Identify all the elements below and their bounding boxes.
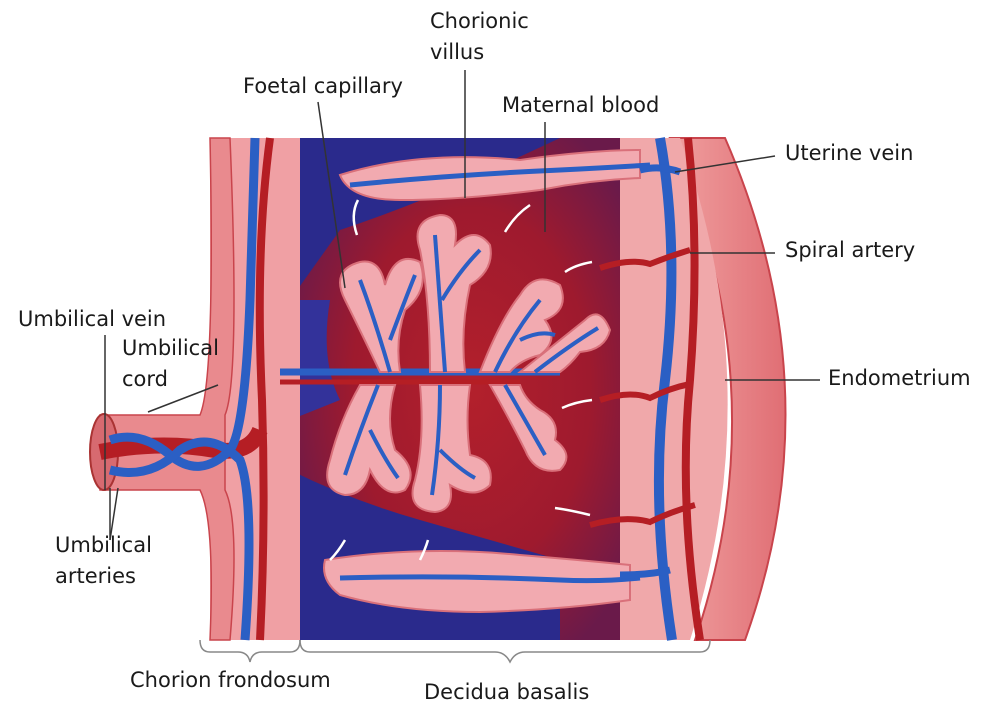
anchoring-capillary-top xyxy=(349,162,651,188)
label-umbilical-arteries-line2: arteries xyxy=(55,564,136,588)
umbilical-artery-2 xyxy=(108,437,254,641)
uterine-vein-bottom xyxy=(619,566,671,579)
anchoring-capillary-bottom xyxy=(339,574,641,584)
lower-villus-capillaries xyxy=(343,384,547,496)
label-chorionic-villus-line2: villus xyxy=(430,40,485,64)
label-chorionic-villus-line1: Chorionic xyxy=(430,9,529,33)
dark-blue-zone-left xyxy=(290,300,340,420)
upper-villus-capillaries xyxy=(358,234,600,374)
anchoring-villi-bottom xyxy=(323,550,631,614)
label-maternal-blood: Maternal blood xyxy=(502,93,660,117)
uterine-vein-branch xyxy=(639,164,682,176)
label-umbilical-cord-line2: cord xyxy=(122,367,168,391)
uterine-artery-vessel xyxy=(681,137,704,641)
uterine-vein-vessel xyxy=(653,137,677,641)
label-chorion-frondosum: Chorion frondosum xyxy=(130,668,331,692)
umbilical-vein-vessel xyxy=(98,426,268,460)
spiral-artery-1 xyxy=(599,247,691,271)
label-foetal-capillary: Foetal capillary xyxy=(243,74,403,98)
brace-chorion-frondosum xyxy=(199,639,301,663)
label-umbilical-cord-line1: Umbilical xyxy=(122,336,219,360)
chorionic-red-vessel xyxy=(255,137,274,641)
leader-lines xyxy=(104,70,820,541)
spiral-artery-2 xyxy=(599,381,691,403)
spiral-artery-3 xyxy=(589,502,696,528)
umbilical-artery-1 xyxy=(108,137,260,471)
label-spiral-artery: Spiral artery xyxy=(785,238,916,262)
label-endometrium: Endometrium xyxy=(828,366,971,390)
endometrium-wall xyxy=(668,137,787,641)
label-uterine-vein: Uterine vein xyxy=(785,141,914,165)
label-umbilical-vein: Umbilical vein xyxy=(18,307,167,331)
label-umbilical-arteries-line1: Umbilical xyxy=(55,533,152,557)
label-decidua-basalis: Decidua basalis xyxy=(424,680,590,704)
flow-arrows xyxy=(329,199,593,561)
brace-decidua-basalis xyxy=(299,639,711,664)
